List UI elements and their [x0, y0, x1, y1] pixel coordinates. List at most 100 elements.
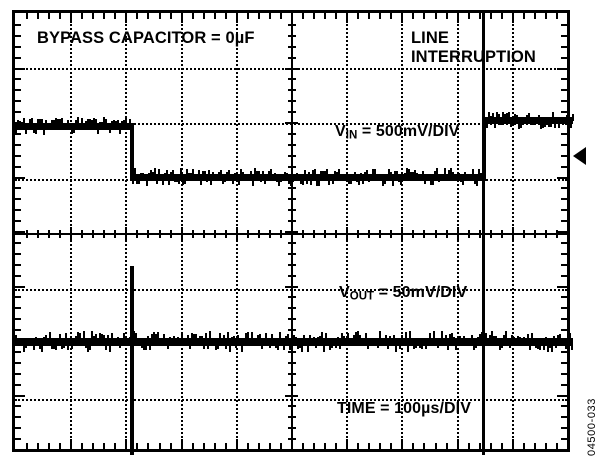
axis-tick [287, 78, 296, 81]
border-tick [456, 13, 459, 23]
border-tick [59, 13, 62, 19]
border-tick [15, 307, 21, 310]
border-tick [180, 439, 183, 449]
border-tick [401, 13, 404, 23]
vout-scale-label: VOUT = 50mV/DIV [339, 284, 467, 304]
border-tick [15, 187, 21, 190]
border-tick [15, 67, 25, 70]
axis-tick [287, 187, 296, 190]
axis-tick [287, 350, 296, 353]
border-tick [202, 443, 205, 449]
border-tick [390, 13, 393, 19]
axis-tick [346, 227, 349, 240]
border-tick [279, 13, 282, 19]
border-tick [467, 443, 470, 449]
axis-tick [114, 229, 117, 238]
line-interruption-label-line1: LINE [411, 29, 449, 47]
time-scale-label: TIME = 100µs/DIV [337, 400, 471, 417]
axis-tick [287, 111, 296, 114]
axis-tick [59, 229, 62, 238]
axis-tick [302, 229, 305, 238]
axis-tick [467, 229, 470, 238]
vout-trace-baseline [15, 338, 573, 346]
border-tick [15, 372, 21, 375]
vin-trace-high-right [482, 117, 573, 124]
border-tick [401, 439, 404, 449]
border-tick [15, 394, 25, 397]
axis-tick [287, 296, 296, 299]
axis-tick [287, 45, 296, 48]
border-tick [15, 45, 21, 48]
axis-tick [147, 229, 150, 238]
border-tick [434, 13, 437, 19]
border-tick [561, 405, 567, 408]
border-tick [313, 13, 316, 19]
axis-tick [533, 229, 536, 238]
border-tick [313, 443, 316, 449]
border-tick [15, 285, 25, 288]
border-tick [70, 13, 73, 23]
vout-subscript: OUT [349, 290, 375, 303]
axis-tick [287, 241, 296, 244]
axis-tick [136, 229, 139, 238]
border-tick [522, 443, 525, 449]
border-tick [136, 443, 139, 449]
border-tick [15, 329, 21, 332]
border-tick [390, 443, 393, 449]
border-tick [15, 23, 21, 26]
axis-tick [287, 361, 296, 364]
border-tick [180, 13, 183, 23]
border-tick [456, 439, 459, 449]
axis-tick [287, 143, 296, 146]
line-interruption-label: LINE INTERRUPTION [411, 29, 536, 67]
border-tick [561, 154, 567, 157]
border-tick [561, 263, 567, 266]
border-tick [15, 296, 21, 299]
vout-transient-spike-2 [482, 13, 485, 455]
border-tick [103, 13, 106, 19]
trigger-level-arrow-icon [573, 147, 586, 165]
border-tick [48, 13, 51, 19]
border-tick [246, 443, 249, 449]
axis-tick [279, 229, 282, 238]
border-tick [561, 143, 567, 146]
axis-tick [287, 56, 296, 59]
border-tick [15, 427, 21, 430]
border-tick [279, 443, 282, 449]
border-tick [15, 209, 21, 212]
border-tick [500, 13, 503, 19]
border-tick [544, 13, 547, 19]
border-tick [15, 100, 21, 103]
axis-tick [246, 229, 249, 238]
vin-trace-low [130, 174, 485, 181]
border-tick [15, 143, 21, 146]
border-tick [561, 198, 567, 201]
axis-tick [379, 229, 382, 238]
border-tick [15, 438, 21, 441]
axis-tick [287, 132, 296, 135]
border-tick [15, 34, 21, 37]
axis-tick [445, 229, 448, 238]
axis-tick [390, 229, 393, 238]
axis-tick [26, 229, 29, 238]
border-tick [561, 274, 567, 277]
border-tick [561, 56, 567, 59]
border-tick [15, 132, 21, 135]
border-tick [557, 394, 567, 397]
border-tick [136, 13, 139, 19]
border-tick [59, 443, 62, 449]
border-tick [412, 13, 415, 19]
axis-tick [285, 231, 298, 233]
vin-scale-label: VIN = 500mV/DIV [335, 123, 459, 143]
border-tick [15, 89, 21, 92]
axis-tick [202, 229, 205, 238]
border-tick [37, 443, 40, 449]
border-tick [561, 241, 567, 244]
border-tick [561, 209, 567, 212]
border-tick [561, 350, 567, 353]
border-tick [561, 307, 567, 310]
axis-tick [456, 227, 459, 240]
axis-tick [287, 427, 296, 430]
border-tick [15, 154, 21, 157]
